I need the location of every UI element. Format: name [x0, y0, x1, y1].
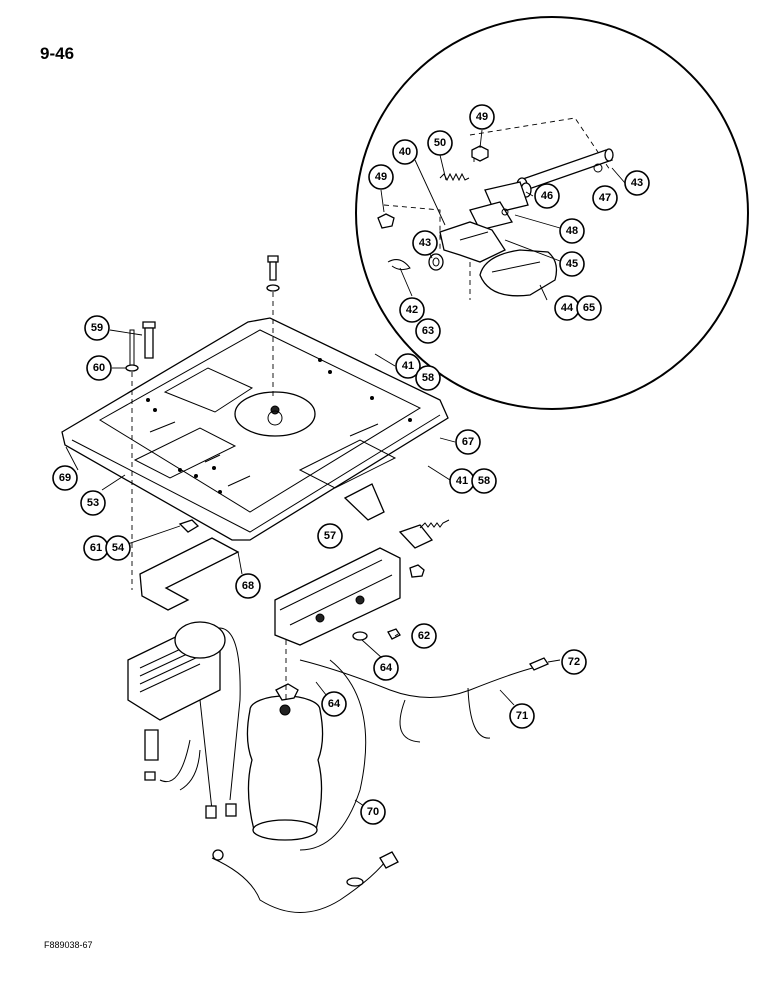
compressor-unit	[127, 621, 241, 819]
leader-lines	[65, 129, 626, 813]
svg-text:40: 40	[399, 146, 411, 158]
svg-text:49: 49	[476, 111, 488, 123]
callout-72: 72	[561, 649, 587, 675]
callout-47: 47	[592, 185, 618, 211]
callout-63: 63	[415, 318, 441, 344]
callout-69: 69	[52, 465, 78, 491]
svg-text:62: 62	[418, 630, 430, 642]
svg-text:63: 63	[422, 325, 434, 337]
svg-text:57: 57	[324, 530, 336, 542]
svg-text:44: 44	[561, 302, 574, 314]
svg-text:41: 41	[402, 360, 414, 372]
callout-71: 71	[509, 703, 535, 729]
svg-text:50: 50	[434, 137, 446, 149]
svg-text:45: 45	[566, 258, 578, 270]
air-spring	[246, 640, 324, 841]
detail-view-circle	[355, 16, 749, 410]
callout-70: 70	[360, 799, 386, 825]
callout-60: 60	[86, 355, 112, 381]
callout-42: 42	[399, 297, 425, 323]
small-hardware-parts	[377, 204, 444, 271]
callout-58-bottom: 58	[471, 468, 497, 494]
svg-text:59: 59	[91, 322, 103, 334]
latch-arm	[352, 519, 450, 641]
figure-code: F889038-67	[44, 940, 93, 950]
svg-text:69: 69	[59, 472, 71, 484]
callout-62: 62	[411, 623, 437, 649]
callout-53: 53	[80, 490, 106, 516]
seat-plate	[61, 317, 449, 541]
callout-41-top: 41	[395, 353, 421, 379]
callout-48: 48	[559, 218, 585, 244]
svg-text:54: 54	[112, 542, 125, 554]
svg-text:72: 72	[568, 656, 580, 668]
svg-text:47: 47	[599, 192, 611, 204]
callout-57: 57	[317, 523, 343, 549]
callout-59: 59	[84, 315, 110, 341]
slide-track	[274, 483, 401, 646]
wire-harness	[211, 849, 399, 913]
bracket-part	[469, 181, 532, 231]
callout-41-bottom: 41	[449, 468, 475, 494]
knob-part	[469, 249, 558, 300]
callout-54: 54	[105, 535, 131, 561]
shaft-part	[469, 117, 614, 193]
lever-part	[439, 221, 506, 263]
svg-text:70: 70	[367, 806, 379, 818]
center-bolt	[266, 255, 280, 400]
nut-part	[471, 145, 489, 162]
svg-text:58: 58	[422, 372, 434, 384]
callout-46: 46	[534, 183, 560, 209]
callout-43-right: 43	[624, 170, 650, 196]
svg-text:64: 64	[328, 698, 341, 710]
svg-text:71: 71	[516, 710, 528, 722]
svg-text:53: 53	[87, 497, 99, 509]
page-number: 9-46	[40, 44, 75, 63]
callout-45: 45	[559, 251, 585, 277]
svg-text:43: 43	[419, 237, 431, 249]
callout-49-left: 49	[368, 164, 394, 190]
callout-43-left: 43	[412, 230, 438, 256]
callout-65: 65	[576, 295, 602, 321]
svg-text:49: 49	[375, 171, 387, 183]
bolt-part	[125, 321, 156, 590]
svg-text:68: 68	[242, 580, 254, 592]
callout-40: 40	[392, 139, 418, 165]
air-hose	[299, 657, 549, 851]
callout-64-left: 64	[321, 691, 347, 717]
svg-text:67: 67	[462, 436, 474, 448]
svg-text:48: 48	[566, 225, 578, 237]
svg-text:61: 61	[90, 542, 102, 554]
callout-49-top: 49	[469, 104, 495, 130]
svg-text:60: 60	[93, 362, 105, 374]
callout-68: 68	[235, 573, 261, 599]
callout-44: 44	[554, 295, 580, 321]
svg-text:41: 41	[456, 475, 468, 487]
svg-text:58: 58	[478, 475, 490, 487]
svg-text:43: 43	[631, 177, 643, 189]
svg-text:64: 64	[380, 662, 393, 674]
svg-text:46: 46	[541, 190, 553, 202]
callout-67: 67	[455, 429, 481, 455]
callout-61: 61	[83, 535, 109, 561]
callout-50: 50	[427, 130, 453, 156]
callout-64-right: 64	[373, 655, 399, 681]
pad-plate	[139, 519, 240, 611]
svg-text:65: 65	[583, 302, 595, 314]
callout-58-top: 58	[415, 365, 441, 391]
svg-text:42: 42	[406, 304, 418, 316]
